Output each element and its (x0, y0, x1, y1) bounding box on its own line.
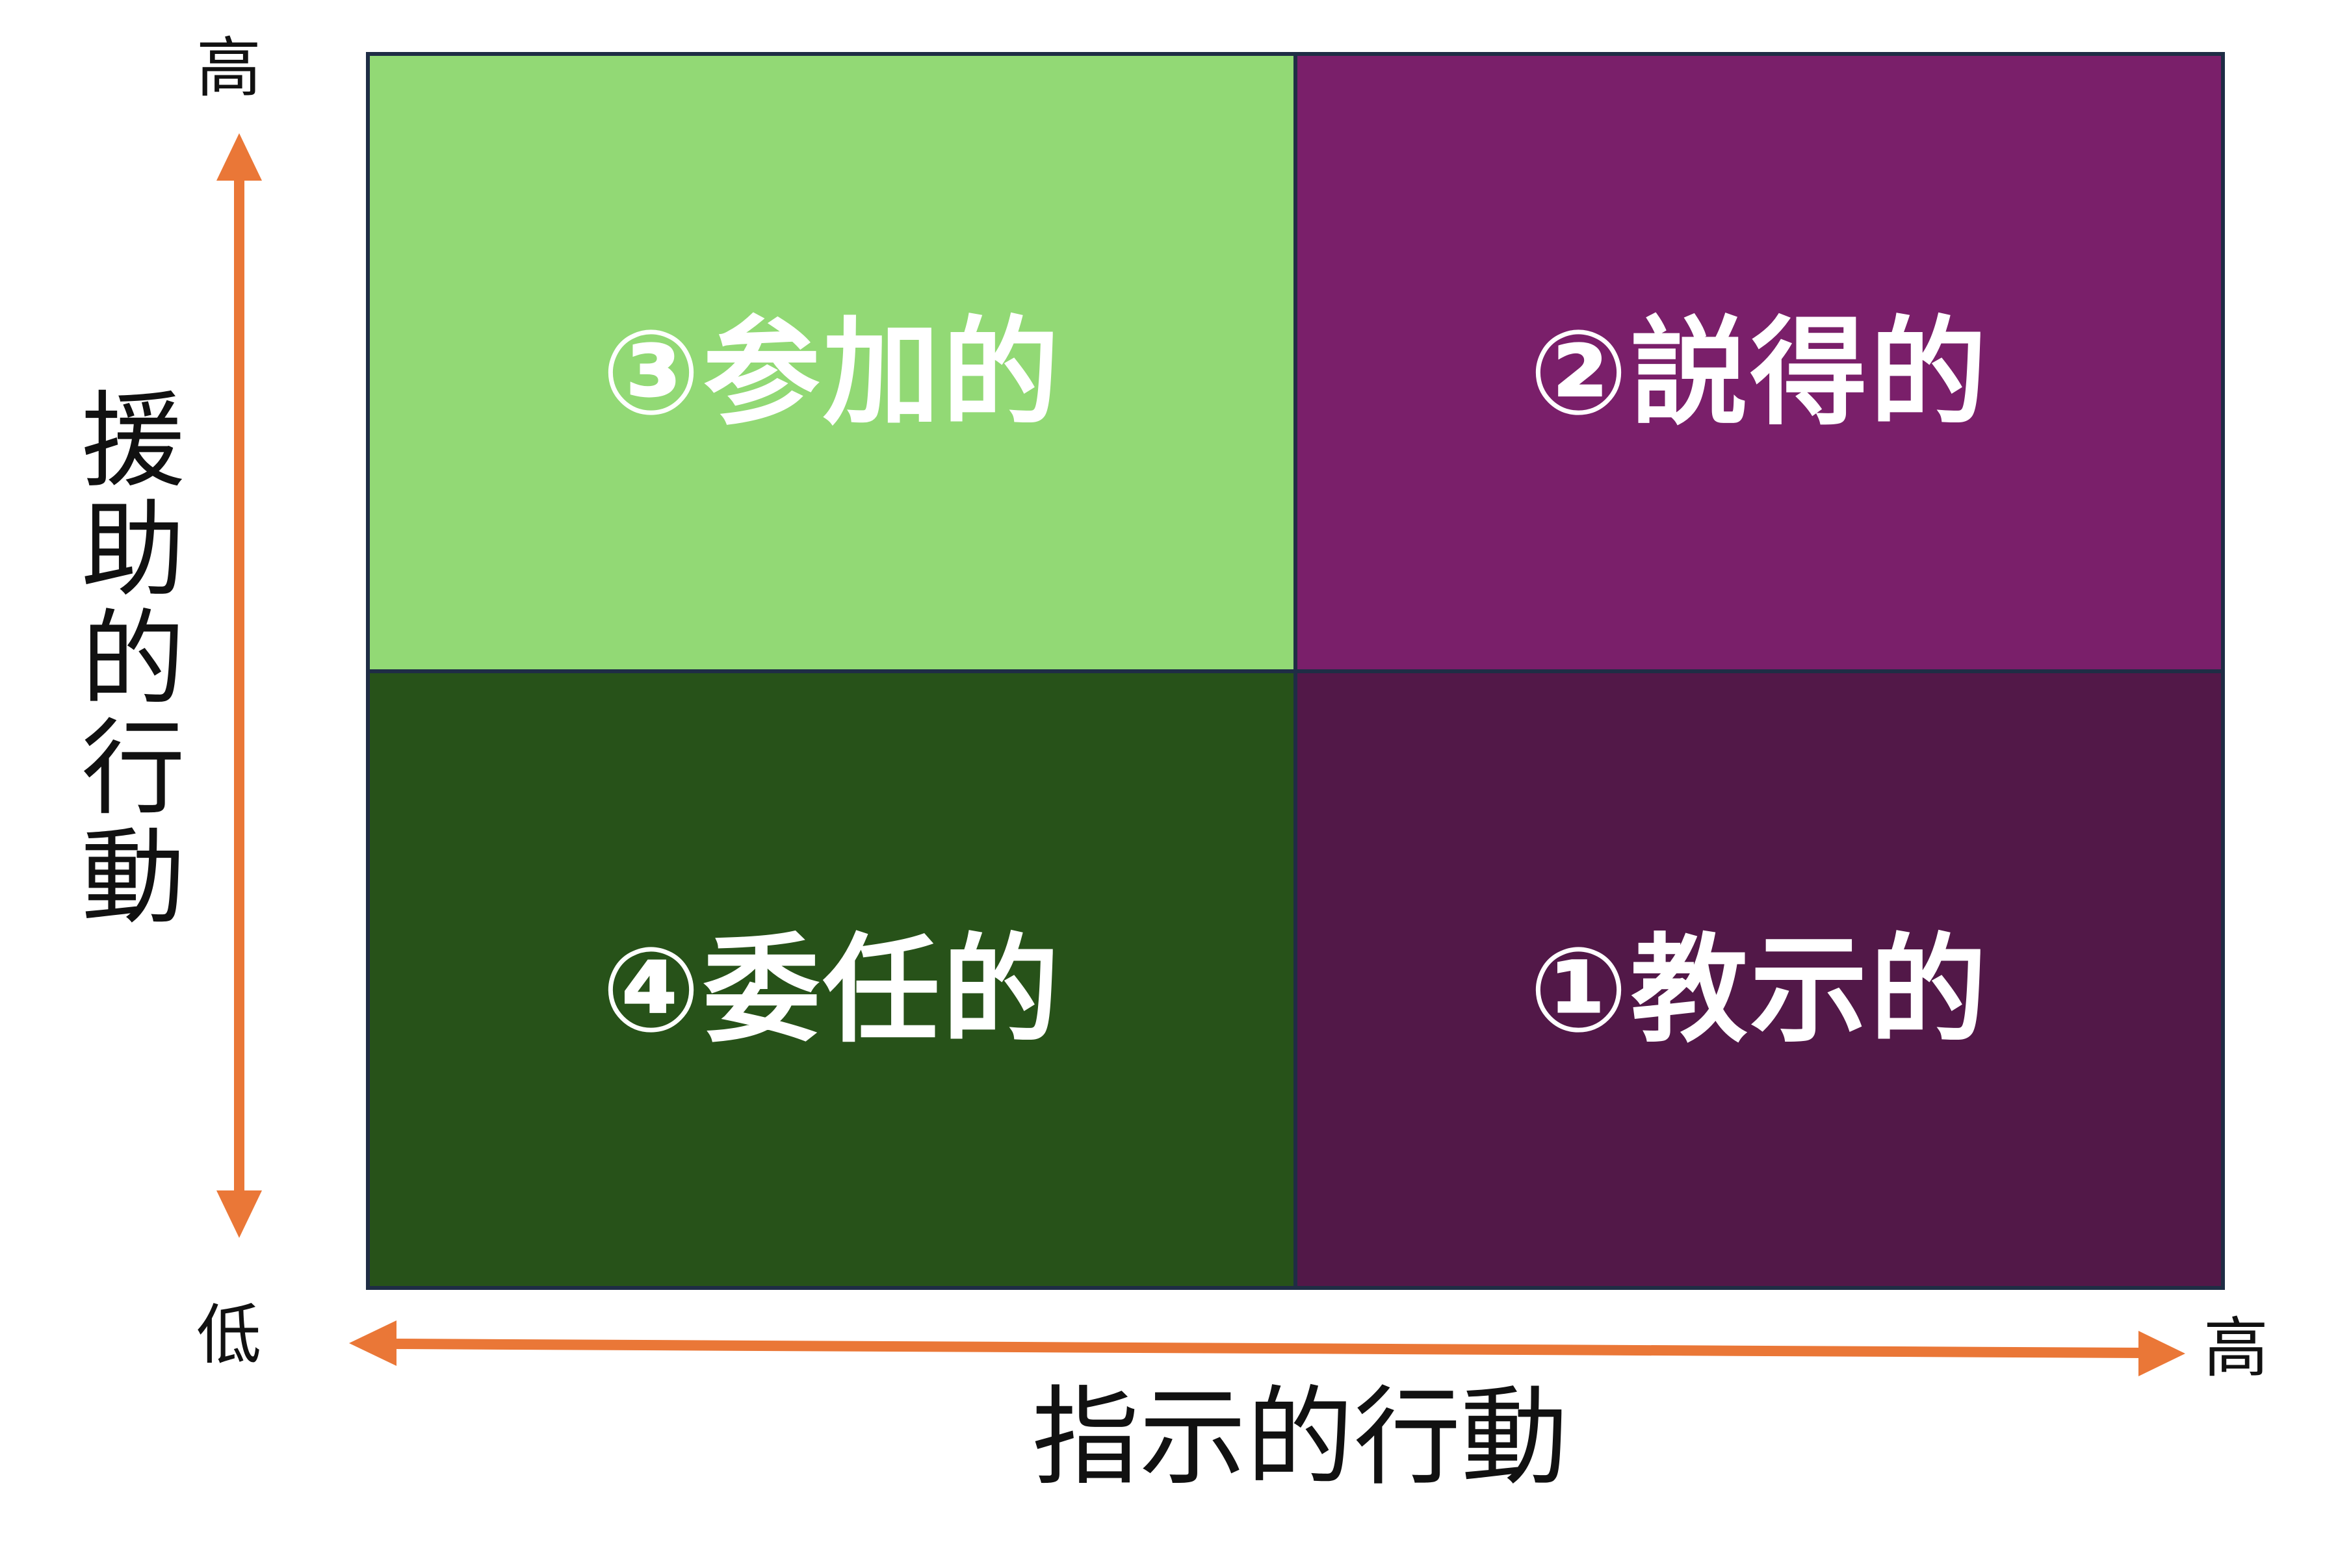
quadrant-delegating: ④委任的 (370, 671, 1295, 1286)
vertical-double-arrow (216, 133, 262, 1238)
quadrant-telling-label: ①教示的 (1529, 922, 1990, 1059)
quadrant-selling-label: ②説得的 (1529, 305, 1990, 442)
y-axis-title: 援助的行動 (81, 380, 186, 938)
situational-leadership-matrix: ③参加的 ②説得的 ④委任的 ①教示的 (366, 52, 2225, 1290)
quadrant-telling: ①教示的 (1295, 671, 2221, 1286)
quadrant-participating: ③参加的 (370, 56, 1295, 671)
horizontal-double-arrow (349, 1320, 2185, 1376)
quadrant-selling: ②説得的 (1295, 56, 2221, 671)
x-axis-high-label: 高 (2203, 1310, 2268, 1386)
quadrant-delegating-label: ④委任的 (601, 922, 1062, 1059)
quadrant-participating-label: ③参加的 (601, 305, 1062, 442)
x-axis-title: 指示的行動 (1032, 1375, 1568, 1500)
y-axis-high-label: 高 (196, 30, 261, 106)
y-axis-low-label: 低 (196, 1297, 261, 1373)
